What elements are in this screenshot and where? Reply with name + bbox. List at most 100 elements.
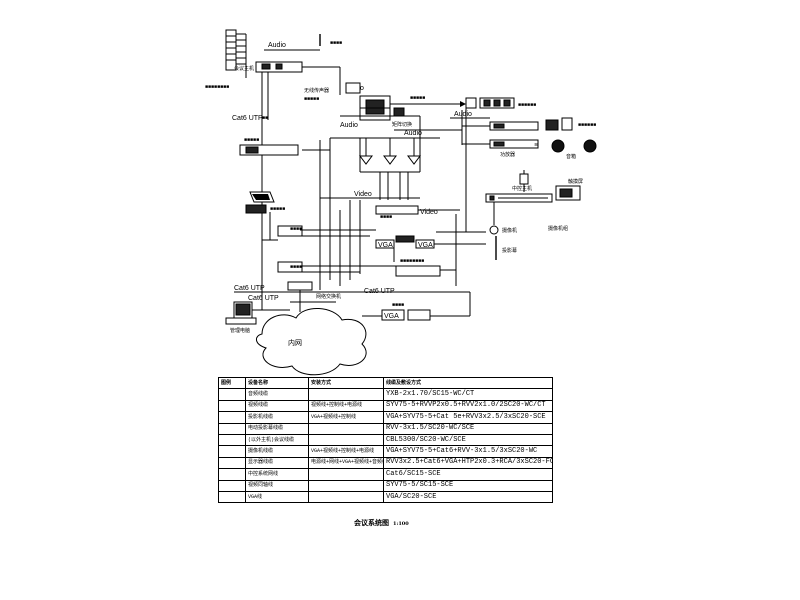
video-label-right: Video: [420, 209, 438, 216]
table-cell: YXB-2x1.70/SC15-WC/CT: [383, 388, 553, 401]
table-cell: [218, 411, 246, 424]
camera-label: 摄像机: [502, 227, 517, 234]
switch-label: 网络交换机: [316, 293, 341, 300]
decor-label: ■■■■■: [304, 96, 319, 102]
cat6-label-a: Cat6 UTP: [232, 115, 263, 122]
decor-label: ■■■■: [290, 264, 302, 270]
touch-panel: [555, 185, 581, 201]
table-cell: [308, 490, 384, 504]
table-cell: RVV3x2.5+Cat6+VGA+HTP2x0.3+RCA/3xSC20-FC: [383, 456, 553, 470]
table-cell: [218, 456, 246, 470]
audio-label-right: Audio: [454, 111, 472, 118]
decor-label: ■■■■■: [270, 206, 285, 212]
table-header-cell: 线缆及敷设方式: [383, 376, 553, 390]
switcher-2: [277, 261, 303, 273]
network-cloud: [256, 308, 367, 376]
video-matrix: [375, 205, 419, 215]
audio-label-top: Audio: [268, 42, 286, 49]
table-header-cell: 图例: [218, 376, 246, 390]
table-cell: [218, 399, 246, 413]
table-cell: [308, 468, 384, 481]
table-cell: VGA线: [245, 490, 309, 504]
mgmt-pc-label: 管理电脑: [230, 327, 250, 334]
audio-label-lower: Audio: [404, 130, 422, 137]
amplifier-label: 功放器: [500, 151, 515, 158]
decor-label: ■■■■■■: [518, 102, 536, 108]
cam-group-label: 摄像机组: [548, 225, 568, 232]
table-cell: 摄像机线缆: [245, 445, 309, 458]
table-row: VGA线 VGA/SC20-SCE: [218, 490, 553, 504]
video-label: Video: [354, 191, 372, 198]
table-cell: SYV75-5+RVVP2x0.5+RVV2x1.0/2SC20-WC/CT: [383, 399, 553, 413]
table-row: 音频线缆 YXB-2x1.70/SC15-WC/CT: [218, 388, 553, 401]
table-cell: VGA/SC20-SCE: [383, 490, 553, 504]
table-cell: 显示器线缆: [245, 456, 309, 470]
table-header-cell: 安装方式: [308, 376, 384, 390]
conference-units-stack: [225, 29, 247, 78]
wireless-mic-label: 无线传声器: [304, 87, 329, 94]
speaker-right: [583, 139, 597, 153]
decor-label: ■■■■■: [244, 137, 259, 143]
matrix-label: 矩阵切换: [392, 121, 412, 128]
table-cell: Cat6/SC15-SCE: [383, 468, 553, 481]
table-cell: [218, 479, 246, 492]
conference-units-caption: ■■■■■■■■: [205, 84, 229, 90]
vga-out-label: VGA: [418, 242, 433, 249]
laptop-icon: [249, 191, 275, 203]
table-cell: [218, 388, 246, 401]
table-cell: [218, 445, 246, 458]
conference-host-label: 会议主机: [234, 65, 254, 72]
speaker-label: 音箱: [566, 153, 576, 160]
cat6-label-c: Cat6 UTP: [248, 295, 279, 302]
management-pc: [225, 301, 257, 325]
drawing-scale: 1:100: [393, 521, 409, 527]
central-ctrl-label: 中控主机: [512, 185, 532, 192]
network-cloud-label: 内网: [288, 338, 302, 347]
media-processor: [239, 144, 299, 156]
table-cell: 投影机线缆: [245, 411, 309, 424]
decor-label: ■■■■: [290, 226, 302, 232]
table-cell: CBL5300/SC20-WC/SCE: [383, 433, 553, 447]
decor-label: ■■■■: [392, 302, 404, 308]
table-cell: VGA+视频线+控制线: [308, 411, 384, 424]
camera-dome: [489, 225, 499, 235]
table-cell: VGA+SYV75-5+Cat 5e+RVV3x2.5/3xSC20-SCE: [383, 411, 553, 424]
ceiling-mic-2: [383, 155, 397, 165]
table-cell: [308, 422, 384, 435]
decor-label: ■■■■: [380, 214, 392, 220]
touch-panel-label: 触摸屏: [568, 178, 583, 185]
table-cell: VGA+视频线+控制线+电源线: [308, 445, 384, 458]
table-row: 电动投影幕线缆 RVV-3x1.5/SC20-WC/SCE: [218, 422, 553, 435]
recorder-box: [395, 265, 441, 277]
table-header-row: 图例 设备名称 安装方式 线缆及敷设方式: [218, 376, 553, 390]
cat6-label-b: Cat6 UTP: [234, 285, 265, 292]
wiring-bundle: [262, 104, 486, 290]
ceiling-mic-1: [359, 155, 373, 165]
table-cell: VGA+SYV75-5+Cat6+RVV-3x1.5/3xSC20-WC: [383, 445, 553, 458]
decor-label: ■■■■■■: [578, 122, 596, 128]
switcher-1: [277, 225, 303, 237]
table-cell: [308, 479, 384, 492]
table-cell: 音频线缆: [245, 388, 309, 401]
table-cell: [308, 388, 384, 401]
table-cell: [218, 433, 246, 447]
network-switch: [287, 281, 313, 291]
vga-in-label: VGA: [378, 242, 393, 249]
table-cell: 视频同轴线: [245, 479, 309, 492]
table-cell: [308, 433, 384, 447]
decor-label: ■■: [262, 115, 268, 121]
ceiling-mic-3: [407, 155, 421, 165]
table-cell: RVV-3x1.5/SC20-WC/SCE: [383, 422, 553, 435]
vga-bottom-label: VGA: [384, 313, 399, 320]
table-cell: [218, 490, 246, 504]
decor-label: ■■■■■: [410, 95, 425, 101]
table-cell: 电动投影幕线缆: [245, 422, 309, 435]
